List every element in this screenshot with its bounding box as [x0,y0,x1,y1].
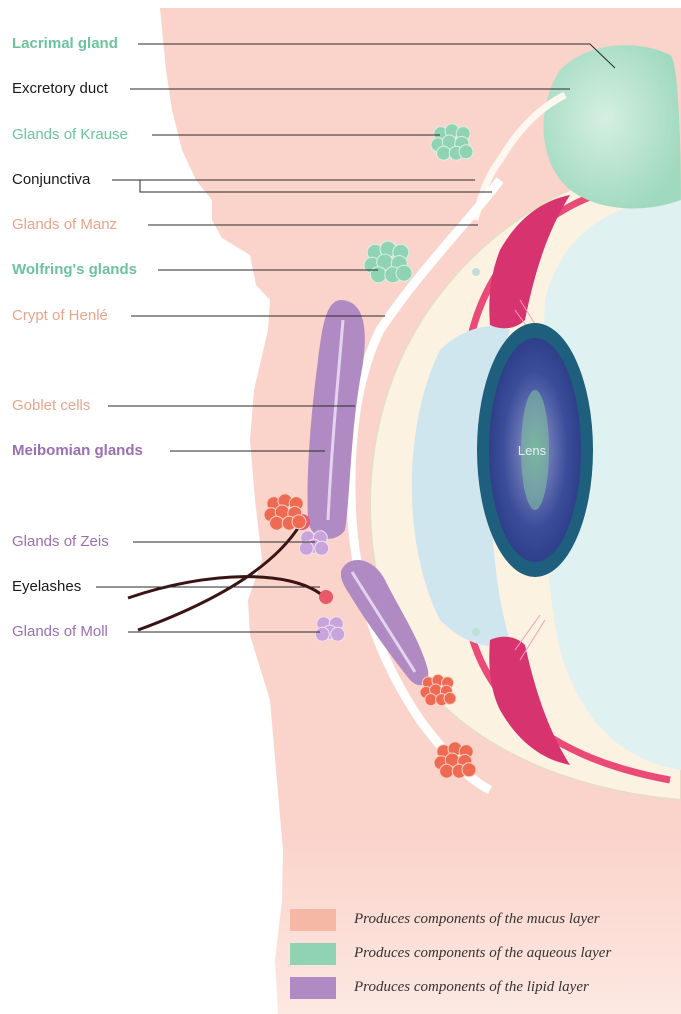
legend-text-mucus: Produces components of the mucus layer [354,911,600,928]
label-henle: Crypt of Henlé [12,307,108,325]
henle-crypt-cluster-bottom [434,742,476,778]
crypt-spot-lower [472,628,480,636]
lens-label: Lens [518,443,547,458]
label-manz: Glands of Manz [12,216,117,234]
label-moll: Glands of Moll [12,623,108,641]
label-krause: Glands of Krause [12,126,128,144]
label-excretory: Excretory duct [12,80,108,98]
legend-swatch-mucus [290,909,336,931]
legend-text-lipid: Produces components of the lipid layer [354,979,589,996]
label-lacrimal: Lacrimal gland [12,35,118,53]
henle-crypt-cluster-lower [420,674,456,705]
label-meibomian: Meibomian glands [12,442,143,460]
label-wolfring: Wolfring's glands [12,261,137,279]
legend-text-aqueous: Produces components of the aqueous layer [354,945,611,962]
legend-swatch-lipid [290,977,336,999]
legend-swatch-aqueous [290,943,336,965]
zeis-gland-cluster [299,531,328,556]
lacrimal-gland [544,45,681,208]
wolfring-gland-cluster [364,241,412,283]
label-zeis: Glands of Zeis [12,533,109,551]
label-goblet: Goblet cells [12,397,90,415]
crypt-spot-upper [472,268,480,276]
label-eyelashes: Eyelashes [12,578,81,596]
lash-follicle-lower [319,590,333,604]
henle-crypt-cluster-upper [264,494,306,530]
krause-gland-cluster [431,124,473,160]
label-conjunctiva: Conjunctiva [12,171,90,189]
moll-gland-cluster [315,617,344,642]
